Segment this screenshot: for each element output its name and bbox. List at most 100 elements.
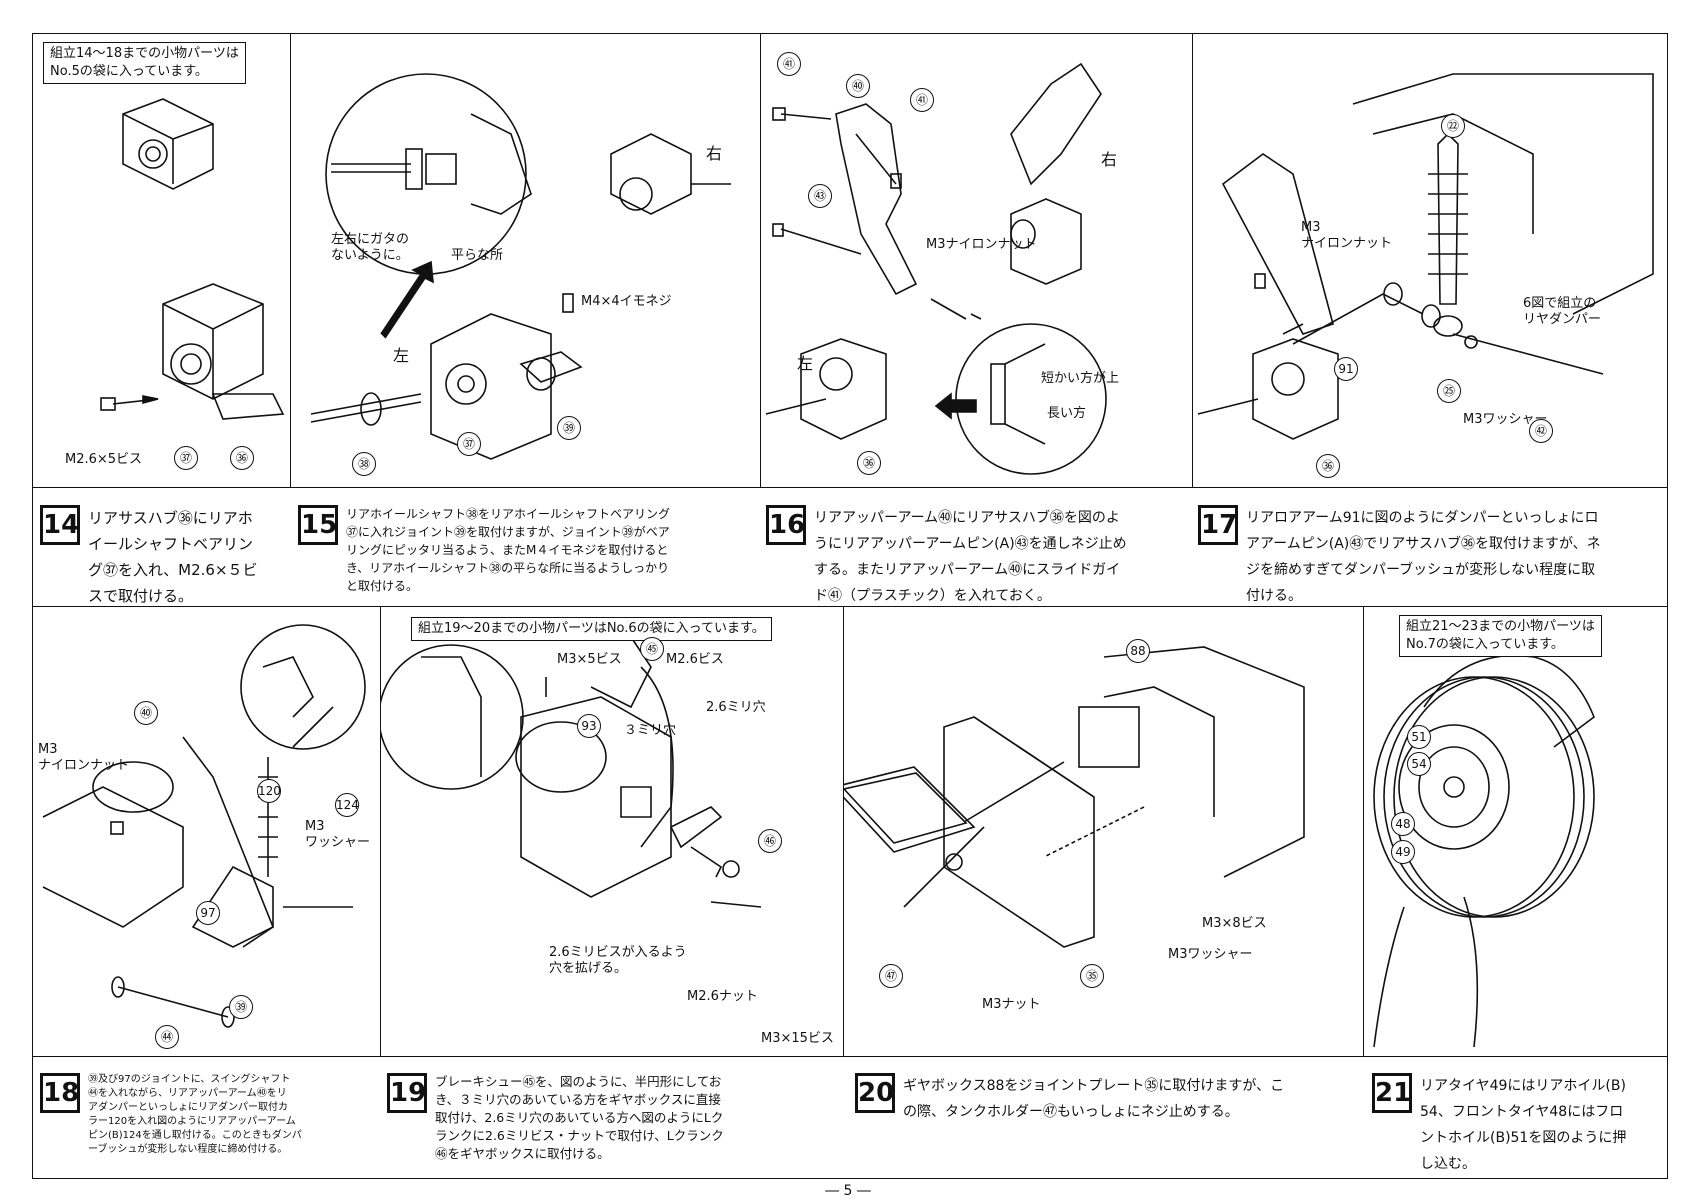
col-divider-1 [290,33,291,487]
part-number-49: 49 [1391,840,1415,864]
col-divider-6 [1363,606,1364,1056]
setscrew-label-m4x4: M4×4イモネジ [581,294,672,309]
part-number-36: ㊱ [857,451,881,475]
widen-hole-label: 2.6ミリビスが入るよう 穴を拡げる。 [549,945,687,976]
part-number-46: ㊻ [758,829,782,853]
top-divider [32,487,1668,488]
bottom-divider [32,1056,1668,1057]
panel-14-illustration: 組立14～18までの小物パーツは No.5の袋に入っています。 M2.6×5ビス… [33,34,290,487]
nylon-nut-label-18: M3 ナイロンナット [38,742,130,773]
part-number-39: ㊴ [557,416,581,440]
screw-label-m26x5: M2.6×5ビス [65,452,143,467]
lower-arm-drawing-17 [1197,73,1654,440]
col-divider-3 [1192,33,1193,487]
part-number-43: ㊸ [808,184,832,208]
panel-20-illustration: 88 ㊼ ㉟ M3×8ビス M3ワッシャー M3ナット [844,607,1363,1056]
part-number-42: ㊷ [1529,419,1553,443]
step-text-18: ㊴及び97のジョイントに、スイングシャフト ㊹を入れながら、リアアッパーアーム㊵… [88,1074,302,1155]
upper-arm-drawing-16 [765,62,1107,475]
panel-21-illustration: 組立21～23までの小物パーツは No.7の袋に入っています。 51 54 48… [1364,607,1668,1056]
part-number-22: ㉒ [1441,114,1465,138]
screw-label-m3x15: M3×15ビス [761,1031,834,1046]
right-label-16: 右 [1101,150,1118,169]
right-label-15: 右 [706,144,723,163]
screw-label-m26: M2.6ビス [666,652,724,667]
nylon-nut-label-16: M3ナイロンナット [926,237,1037,252]
step-text-19: ブレーキシュー㊺を、図のように、半円形にしてお き、３ミリ穴のあいている方をギヤ… [435,1074,724,1161]
part-number-48: 48 [1391,812,1415,836]
middle-divider [32,606,1668,607]
step-number-18: 18 [40,1073,80,1113]
left-label-16: 左 [797,354,814,373]
step-number-20: 20 [855,1073,895,1113]
part-number-97: 97 [196,901,220,925]
part-number-51: 51 [1407,725,1431,749]
step-number-16: 16 [766,505,806,545]
nylon-nut-label-17: M3 ナイロンナット [1301,220,1393,251]
part-number-39: ㊴ [229,995,253,1019]
step-text-15: リアホイールシャフト㊳をリアホイールシャフトベアリング ㊲に入れジョイント㊴を取… [346,507,671,593]
col-divider-5 [843,606,844,1056]
hub-drawing-14 [100,98,285,420]
part-number-54: 54 [1407,752,1431,776]
panel-17-illustration: ㉒ ㉕ ㊷ ㊱ 91 M3 ナイロンナット 6図で組立の リヤダンパー M3ワッ… [1193,34,1668,487]
parts-bag-note-14: 組立14～18までの小物パーツは No.5の袋に入っています。 [43,42,246,84]
gearbox-drawing-20 [844,646,1305,948]
step-number-15: 15 [298,505,338,545]
step-number-14: 14 [40,505,80,545]
step-text-21: リアタイヤ49にはリアホイル(B) 54、フロントタイヤ48にはフロ ントホイル… [1420,1078,1627,1172]
flat-spot-label: 平らな所 [451,248,504,263]
hole-3mm-label: ３ミリ穴 [624,723,677,738]
shaft-drawing-15 [310,73,731,460]
part-number-93: 93 [577,714,601,738]
washer-label-17: M3ワッシャー [1463,412,1548,427]
panel-15-illustration: 左右にガタの ないように。 平らな所 右 左 M4×4イモネジ ㊳ ㊲ ㊴ [291,34,760,487]
left-label-15: 左 [393,346,410,365]
part-number-36: ㊱ [1316,454,1340,478]
panel-16-illustration: ㊶ ㊵ ㊶ ㊸ ㊱ M3ナイロンナット 右 左 短かい方が上 長い方 [761,34,1192,487]
part-number-47: ㊼ [879,964,903,988]
parts-bag-note-21: 組立21～23までの小物パーツは No.7の袋に入っています。 [1399,615,1602,657]
short-side-up-label: 短かい方が上 [1041,371,1120,386]
brake-drawing-19 [381,636,762,908]
step-text-20: ギヤボックス88をジョイントプレート㉟に取付けますが、こ の際、タンクホルダー㊼… [903,1078,1285,1120]
panel-19-illustration: 組立19～20までの小物パーツはNo.6の袋に入っています。 M3×5ビス M2… [381,607,843,1056]
step-number-17: 17 [1198,505,1238,545]
part-number-88: 88 [1126,639,1150,663]
part-number-41: ㊶ [777,52,801,76]
washer-label-18: M3 ワッシャー [305,819,371,850]
step-number-21: 21 [1372,1073,1412,1113]
part-number-120: 120 [257,779,281,803]
part-number-40: ㊵ [134,701,158,725]
step-text-16: リアアッパーアーム㊵にリアサスハブ㊱を図のよ うにリアアッパーアームピン(A)㊸… [814,510,1127,604]
parts-bag-note-19: 組立19～20までの小物パーツはNo.6の袋に入っています。 [411,617,772,641]
screw-label-m3x8: M3×8ビス [1202,916,1267,931]
no-play-label: 左右にガタの ないように。 [331,232,410,263]
col-divider-4 [380,606,381,1056]
part-number-41b: ㊶ [910,88,934,112]
part-number-44: ㊹ [155,1025,179,1049]
part-number-91: 91 [1334,357,1358,381]
part-number-36: ㊱ [230,446,254,470]
page-number: ― 5 ― [825,1183,871,1199]
step-text-14: リアサスハブ㊱にリアホ イールシャフトベアリン グ㊲を入れ、M2.6×５ビ スで… [88,509,258,605]
long-side-label: 長い方 [1047,406,1087,421]
part-number-38: ㊳ [352,452,376,476]
part-number-45: ㊺ [640,637,664,661]
washer-label-20: M3ワッシャー [1168,947,1253,962]
part-number-37: ㊲ [174,446,198,470]
part-number-35: ㉟ [1080,964,1104,988]
step-number-19: 19 [387,1073,427,1113]
part-number-40: ㊵ [846,74,870,98]
part-number-37: ㊲ [457,432,481,456]
hole-26mm-label: 2.6ミリ穴 [706,700,766,715]
col-divider-2 [760,33,761,487]
step-text-17: リアロアアーム91に図のようにダンパーといっしょにロ アアームピン(A)㊸でリア… [1246,510,1601,604]
screw-label-m3x5: M3×5ビス [557,652,622,667]
nut-m26-label: M2.6ナット [687,989,758,1004]
part-number-25: ㉕ [1437,379,1461,403]
nut-label-20: M3ナット [982,997,1041,1012]
rear-damper-label: 6図で組立の リヤダンパー [1523,296,1602,327]
panel-18-illustration: ㊵ 120 124 97 ㊴ ㊹ M3 ナイロンナット M3 ワッシャー [33,607,380,1056]
part-number-124: 124 [335,793,359,817]
